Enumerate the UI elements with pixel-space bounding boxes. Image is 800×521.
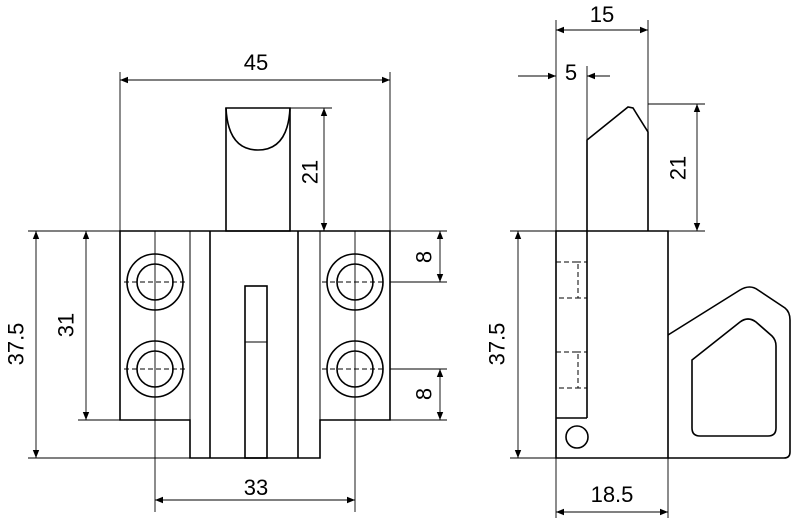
extension-lines-side	[510, 20, 705, 518]
hidden-features-side	[556, 261, 587, 389]
body-front	[119, 230, 391, 459]
dim-hole-spacing-vertical: 31	[54, 313, 79, 337]
dimension-lines-front	[32, 76, 444, 504]
plunger-front	[225, 107, 291, 232]
dim-height-front: 37.5	[4, 323, 29, 366]
dim-tip-offset: 5	[565, 60, 577, 85]
dim-plunger-length-side: 21	[666, 156, 691, 180]
dim-base-width: 18.5	[591, 482, 634, 507]
body-side	[555, 230, 669, 459]
dim-overall-width: 45	[244, 50, 268, 75]
dim-height-side: 37.5	[485, 323, 510, 366]
dimension-lines-side	[514, 26, 701, 516]
dim-hole-spacing-horizontal: 33	[244, 475, 268, 500]
latch-catch	[667, 286, 791, 459]
side-view: 15 5 21 37.5 18.5	[485, 2, 791, 518]
dim-top-width: 15	[590, 2, 614, 27]
mounting-holes	[124, 253, 386, 398]
dim-plunger-length-front: 21	[298, 160, 323, 184]
dim-top-offset: 8	[412, 251, 437, 263]
extension-lines-front	[28, 72, 447, 512]
plunger-side	[586, 106, 649, 231]
dim-bottom-offset: 8	[412, 388, 437, 400]
front-view: 45 21 37.5 31 33 8 8	[4, 50, 447, 512]
